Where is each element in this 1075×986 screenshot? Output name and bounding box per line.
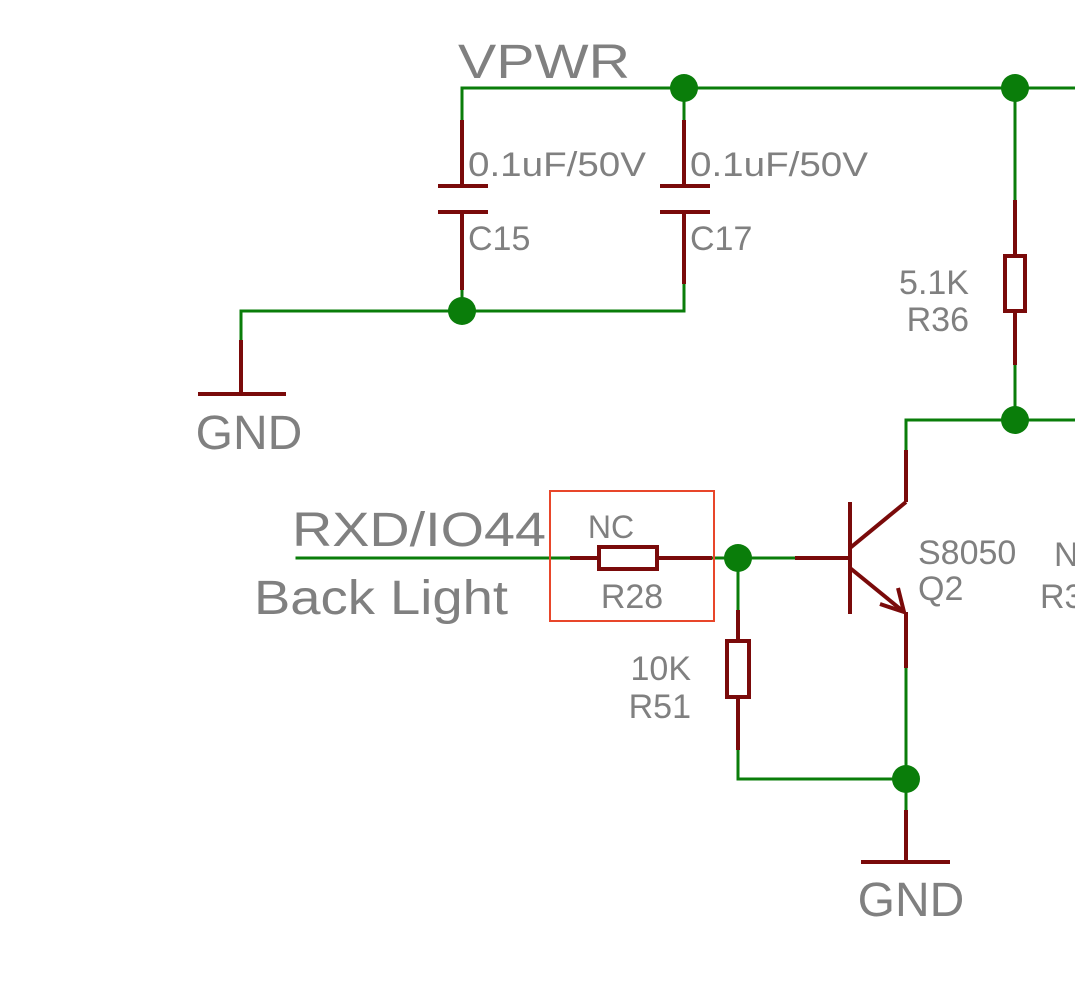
r28-highlight-box	[549, 490, 715, 622]
r36-ref-label: R36	[907, 301, 969, 339]
net-label-gnd-left: GND	[196, 407, 303, 460]
c17-ref-label: C17	[690, 220, 752, 258]
junction-nodes	[448, 74, 1029, 793]
c17-value-label: 0.1uF/50V	[690, 146, 868, 184]
r51-value-label: 10K	[631, 650, 692, 688]
junction-emitter-gnd	[892, 765, 920, 793]
c15-ref-label: C15	[468, 220, 530, 258]
net-label-gnd-bottom: GND	[858, 874, 965, 927]
c15-value-label: 0.1uF/50V	[468, 146, 646, 184]
q2-value-label: S8050	[918, 534, 1016, 572]
c15-capacitor	[438, 120, 488, 290]
partial-resistor-ref-label: R3	[1040, 578, 1075, 616]
net-label-backlight: Back Light	[254, 572, 508, 625]
junction-cap-gnd	[448, 297, 476, 325]
r36-value-label: 5.1K	[899, 264, 969, 302]
gnd-bottom-symbol	[861, 810, 950, 864]
partial-resistor-value-label: N	[1054, 536, 1075, 574]
q2-ref-label: Q2	[918, 570, 963, 608]
r28-ref-label: R28	[601, 578, 663, 616]
q2-transistor	[795, 450, 908, 668]
r51-ref-label: R51	[629, 688, 691, 726]
wires	[239, 86, 1075, 812]
r28-value-label: NC	[588, 509, 634, 545]
c17-capacitor	[660, 120, 710, 284]
junction-vpwr-r36	[1001, 74, 1029, 102]
net-label-vpwr: VPWR	[458, 36, 630, 89]
net-label-rxd: RXD/IO44	[292, 504, 546, 557]
r28-resistor	[570, 545, 712, 571]
r36-resistor	[1003, 200, 1027, 365]
gnd-left-symbol	[198, 340, 286, 396]
junction-collector	[1001, 406, 1029, 434]
r51-resistor	[725, 610, 751, 750]
junction-vpwr-c17	[670, 74, 698, 102]
junction-base	[724, 544, 752, 572]
